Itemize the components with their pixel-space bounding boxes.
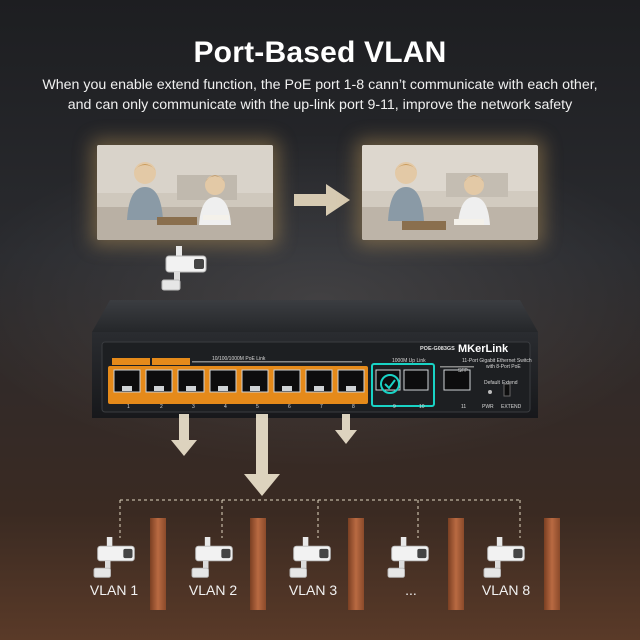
vlan-label: VLAN 2 <box>188 582 238 598</box>
down-arrow-icon <box>171 414 197 456</box>
rj45-port <box>273 369 301 393</box>
port-number: 10 <box>419 404 425 410</box>
port-number: 6 <box>288 404 291 410</box>
port-number: 1 <box>127 404 130 410</box>
rj45-port <box>337 369 365 393</box>
vlan-label: VLAN 3 <box>288 582 338 598</box>
spec-label-2: with 8-Port PoE <box>486 364 521 370</box>
cctv-camera-icon <box>92 537 140 586</box>
port-number: 11 <box>461 404 467 410</box>
description-line-2: and can only communicate with the up-lin… <box>67 97 573 113</box>
port-number: 7 <box>320 404 323 410</box>
down-arrow-icon <box>335 414 357 444</box>
cctv-camera-icon <box>160 246 212 299</box>
extend-label: Extend <box>502 380 518 386</box>
sfp-label: SFP <box>458 368 468 374</box>
poe-link-label: 10/100/1000M PoE Link <box>212 356 266 362</box>
port-number: 4 <box>224 404 227 410</box>
cctv-camera-icon <box>190 537 238 586</box>
poe-switch <box>90 300 540 425</box>
vlan-label: VLAN 1 <box>89 582 139 598</box>
wall-divider <box>348 518 364 610</box>
wall-divider <box>150 518 166 610</box>
vlan-label: VLAN 8 <box>481 582 531 598</box>
description-line-1: When you enable extend function, the PoE… <box>42 77 598 93</box>
vlan-label: ... <box>405 582 417 598</box>
port-number: 8 <box>352 404 355 410</box>
wall-divider <box>448 518 464 610</box>
spec-label: 11-Port Gigabit Ethernet Switch <box>462 358 532 364</box>
pwr-label: PWR <box>482 404 494 410</box>
uplink-label: 1000M Up Link <box>392 358 426 364</box>
brand-logo-text: MKerLink <box>458 343 509 355</box>
rj45-port <box>145 369 173 393</box>
connection-lines <box>119 414 521 538</box>
cctv-camera-icon <box>288 537 336 586</box>
cctv-camera-icon <box>482 537 530 586</box>
port-number: 5 <box>256 404 259 410</box>
rj45-port <box>113 369 141 393</box>
cctv-camera-icon <box>386 537 434 586</box>
children-photo-right <box>362 145 538 240</box>
model-label: POE-G083GS <box>420 346 455 352</box>
wall-divider <box>544 518 560 610</box>
port-number: 9 <box>393 404 396 410</box>
port-number: 3 <box>192 404 195 410</box>
rj45-port <box>241 369 269 393</box>
port-number: 2 <box>160 404 163 410</box>
page-title: Port-Based VLAN <box>193 36 447 69</box>
rj45-port <box>209 369 237 393</box>
rj45-port <box>177 369 205 393</box>
right-arrow-icon <box>292 180 352 225</box>
extend-switch-label: EXTEND <box>501 404 522 410</box>
down-arrow-icon <box>244 414 280 496</box>
children-photo-left <box>97 145 273 240</box>
default-label: Default <box>484 380 500 386</box>
wall-divider <box>250 518 266 610</box>
rj45-port <box>305 369 333 393</box>
check-circle-icon <box>380 374 400 399</box>
